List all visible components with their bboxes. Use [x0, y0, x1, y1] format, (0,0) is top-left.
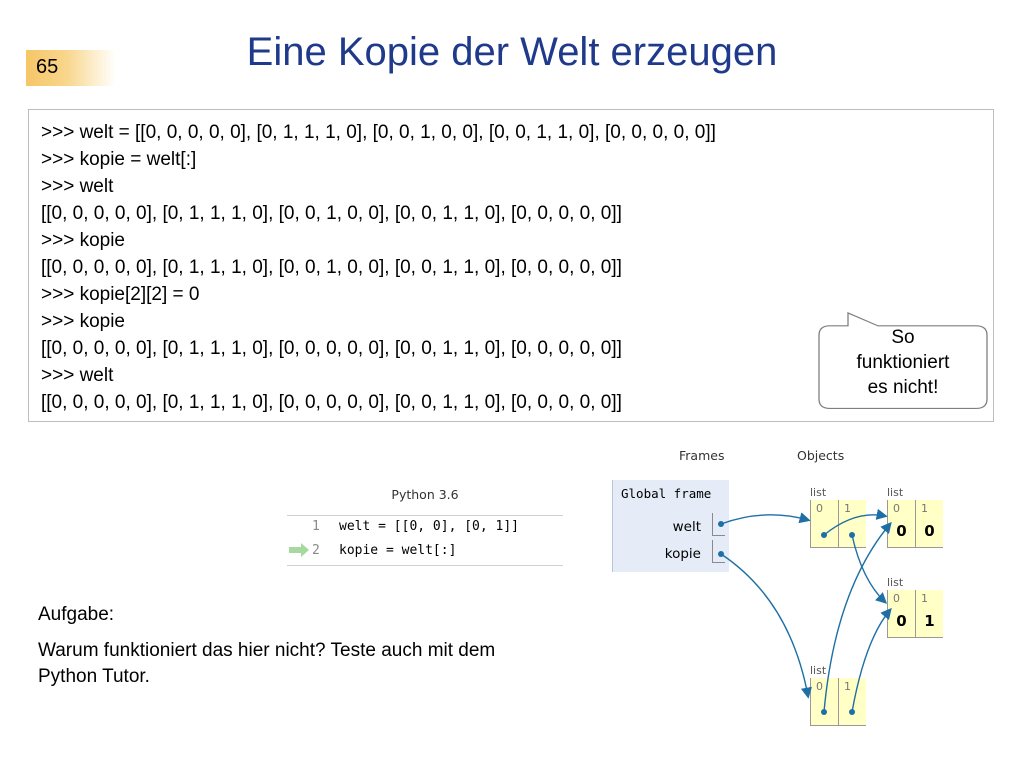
list-type-label: list [810, 664, 827, 677]
line-number: 2 [312, 543, 320, 558]
python-console-output: >>> welt = [[0, 0, 0, 0, 0], [0, 1, 1, 1… [28, 109, 994, 422]
cell-index: 1 [844, 680, 851, 693]
pointer-kopie0-to-inner-a [823, 521, 892, 713]
cell-value: 0 [924, 522, 935, 540]
callout-line: funktioniert [856, 352, 950, 373]
python-tutor-visualization: Frames Objects Global frame welt kopie l… [600, 440, 1000, 760]
console-line: [[0, 0, 0, 0, 0], [0, 1, 1, 1, 0], [0, 0… [41, 257, 622, 278]
code-text: welt = [[0, 0], [0, 1]] [339, 519, 520, 534]
variable-welt: welt [672, 519, 701, 535]
console-line: >>> kopie [41, 311, 125, 332]
cell-index: 1 [921, 592, 928, 605]
pointer-dot [849, 709, 855, 715]
slide-title: Eine Kopie der Welt erzeugen [246, 30, 778, 74]
list-type-label: list [887, 486, 904, 499]
pointer-dot [718, 551, 724, 557]
speech-bubble-shape [818, 312, 988, 409]
pointer-welt0-to-inner-a [823, 508, 888, 536]
variable-slot-kopie [712, 540, 725, 563]
console-line: >>> kopie [41, 230, 125, 251]
cell-index: 0 [816, 680, 823, 693]
list-type-label: list [810, 486, 827, 499]
cell-index: 1 [921, 502, 928, 515]
objects-label: Objects [797, 448, 845, 463]
frames-label: Frames [679, 448, 725, 463]
cell-index: 0 [893, 502, 900, 515]
console-line: [[0, 0, 0, 0, 0], [0, 1, 1, 1, 0], [0, 0… [41, 392, 622, 413]
speech-bubble-callout: So funktioniert es nicht! [818, 311, 988, 409]
list-cell: 0 [810, 500, 838, 548]
pointer-kopie-to-list [720, 553, 812, 699]
variable-slot-welt [712, 513, 725, 536]
cell-index: 0 [893, 592, 900, 605]
pointer-kopie1-to-inner-b [851, 607, 892, 713]
reference-arrows [718, 508, 892, 715]
code-line-2[interactable]: 2 kopie = welt[:] [287, 540, 563, 562]
pointer-dot [821, 532, 827, 538]
pointer-dot [718, 521, 724, 527]
console-line: >>> kopie = welt[:] [41, 149, 197, 170]
list-cell: 0 [810, 678, 838, 726]
callout-line: So [891, 327, 915, 348]
code-line-1[interactable]: 1 welt = [[0, 0], [0, 1]] [287, 515, 563, 538]
console-line: >>> welt = [[0, 0, 0, 0, 0], [0, 1, 1, 1… [41, 122, 716, 143]
list-type-label: list [887, 576, 904, 589]
pointer-dot [849, 532, 855, 538]
list-object-inner-a: 0 0 1 0 [887, 500, 943, 548]
python-tutor-code-panel: Python 3.6 1 welt = [[0, 0], [0, 1]] 2 k… [287, 480, 563, 570]
slide-number: 65 [36, 56, 59, 78]
list-cell: 1 [838, 678, 866, 726]
list-cell: 1 [838, 500, 866, 548]
code-text: kopie = welt[:] [339, 543, 457, 558]
line-number: 1 [312, 519, 320, 534]
cell-index: 1 [844, 502, 851, 515]
global-frame: Global frame welt kopie [612, 480, 729, 572]
list-object-kopie: 0 1 [810, 678, 866, 726]
callout-line: es nicht! [867, 377, 939, 398]
task-section: Aufgabe: Warum funktioniert das hier nic… [38, 602, 518, 700]
list-object-welt: 0 1 [810, 500, 866, 548]
slide-number-badge: 65 [26, 50, 116, 86]
console-line: >>> kopie[2][2] = 0 [41, 284, 200, 305]
current-line-arrow-icon [289, 543, 309, 557]
code-panel-divider [287, 565, 563, 566]
cell-value: 1 [924, 612, 935, 630]
console-line: >>> welt [41, 176, 114, 197]
task-text: Warum funktioniert das hier nicht? Teste… [38, 640, 496, 687]
pointer-welt-to-list [720, 512, 811, 525]
pointer-welt1-to-inner-b [851, 534, 888, 604]
cell-value: 0 [896, 612, 907, 630]
list-cell: 1 0 [915, 500, 943, 548]
python-version-label: Python 3.6 [391, 487, 459, 502]
task-heading: Aufgabe: [38, 604, 115, 625]
console-line: >>> welt [41, 365, 114, 386]
console-lines: >>> welt = [[0, 0, 0, 0, 0], [0, 1, 1, 1… [41, 119, 716, 416]
global-frame-title: Global frame [621, 486, 712, 501]
pointer-dot [821, 709, 827, 715]
callout-text: So funktioniert es nicht! [818, 325, 988, 400]
cell-value: 0 [896, 522, 907, 540]
cell-index: 0 [816, 502, 823, 515]
console-line: [[0, 0, 0, 0, 0], [0, 1, 1, 1, 0], [0, 0… [41, 338, 622, 359]
console-line: [[0, 0, 0, 0, 0], [0, 1, 1, 1, 0], [0, 0… [41, 203, 622, 224]
list-cell: 1 1 [915, 590, 943, 638]
variable-kopie: kopie [664, 546, 701, 562]
